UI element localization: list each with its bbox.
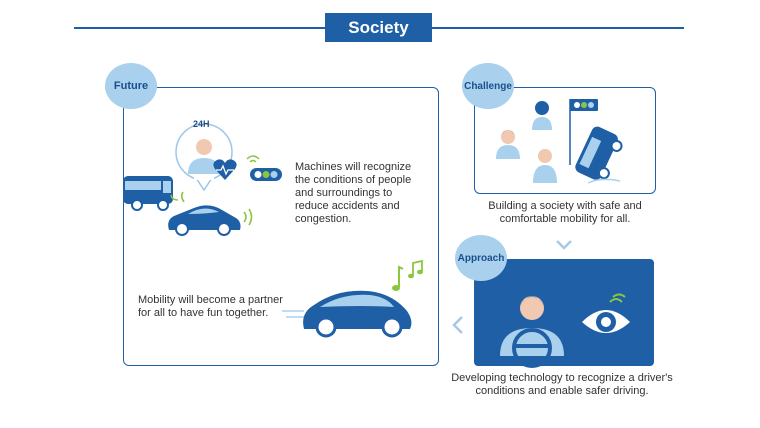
bus-icon [123, 176, 173, 211]
page-title: Society [325, 13, 432, 42]
traffic-light-icon [246, 155, 282, 181]
future-badge: Future [105, 63, 157, 109]
challenge-illustration [496, 99, 623, 184]
future-text-1: Machines will recognize the conditions o… [295, 161, 412, 225]
future-car-icon [282, 290, 412, 338]
future-text-2: Mobility will become a partner for all t… [138, 294, 283, 319]
driver-icon [500, 296, 564, 368]
heart-icon [213, 159, 237, 180]
hours-label: 24H [193, 119, 210, 129]
approach-caption: Developing technology to recognize a dri… [451, 372, 673, 397]
car-icon [168, 191, 253, 236]
challenge-badge: Challenge [462, 63, 514, 109]
chevron-down-icon [556, 240, 572, 250]
chevron-left-icon [452, 316, 463, 334]
challenge-caption: Building a society with safe and comfort… [488, 200, 642, 225]
approach-badge: Approach [455, 235, 507, 281]
eye-icon [582, 293, 630, 333]
music-note-icon [392, 259, 423, 291]
